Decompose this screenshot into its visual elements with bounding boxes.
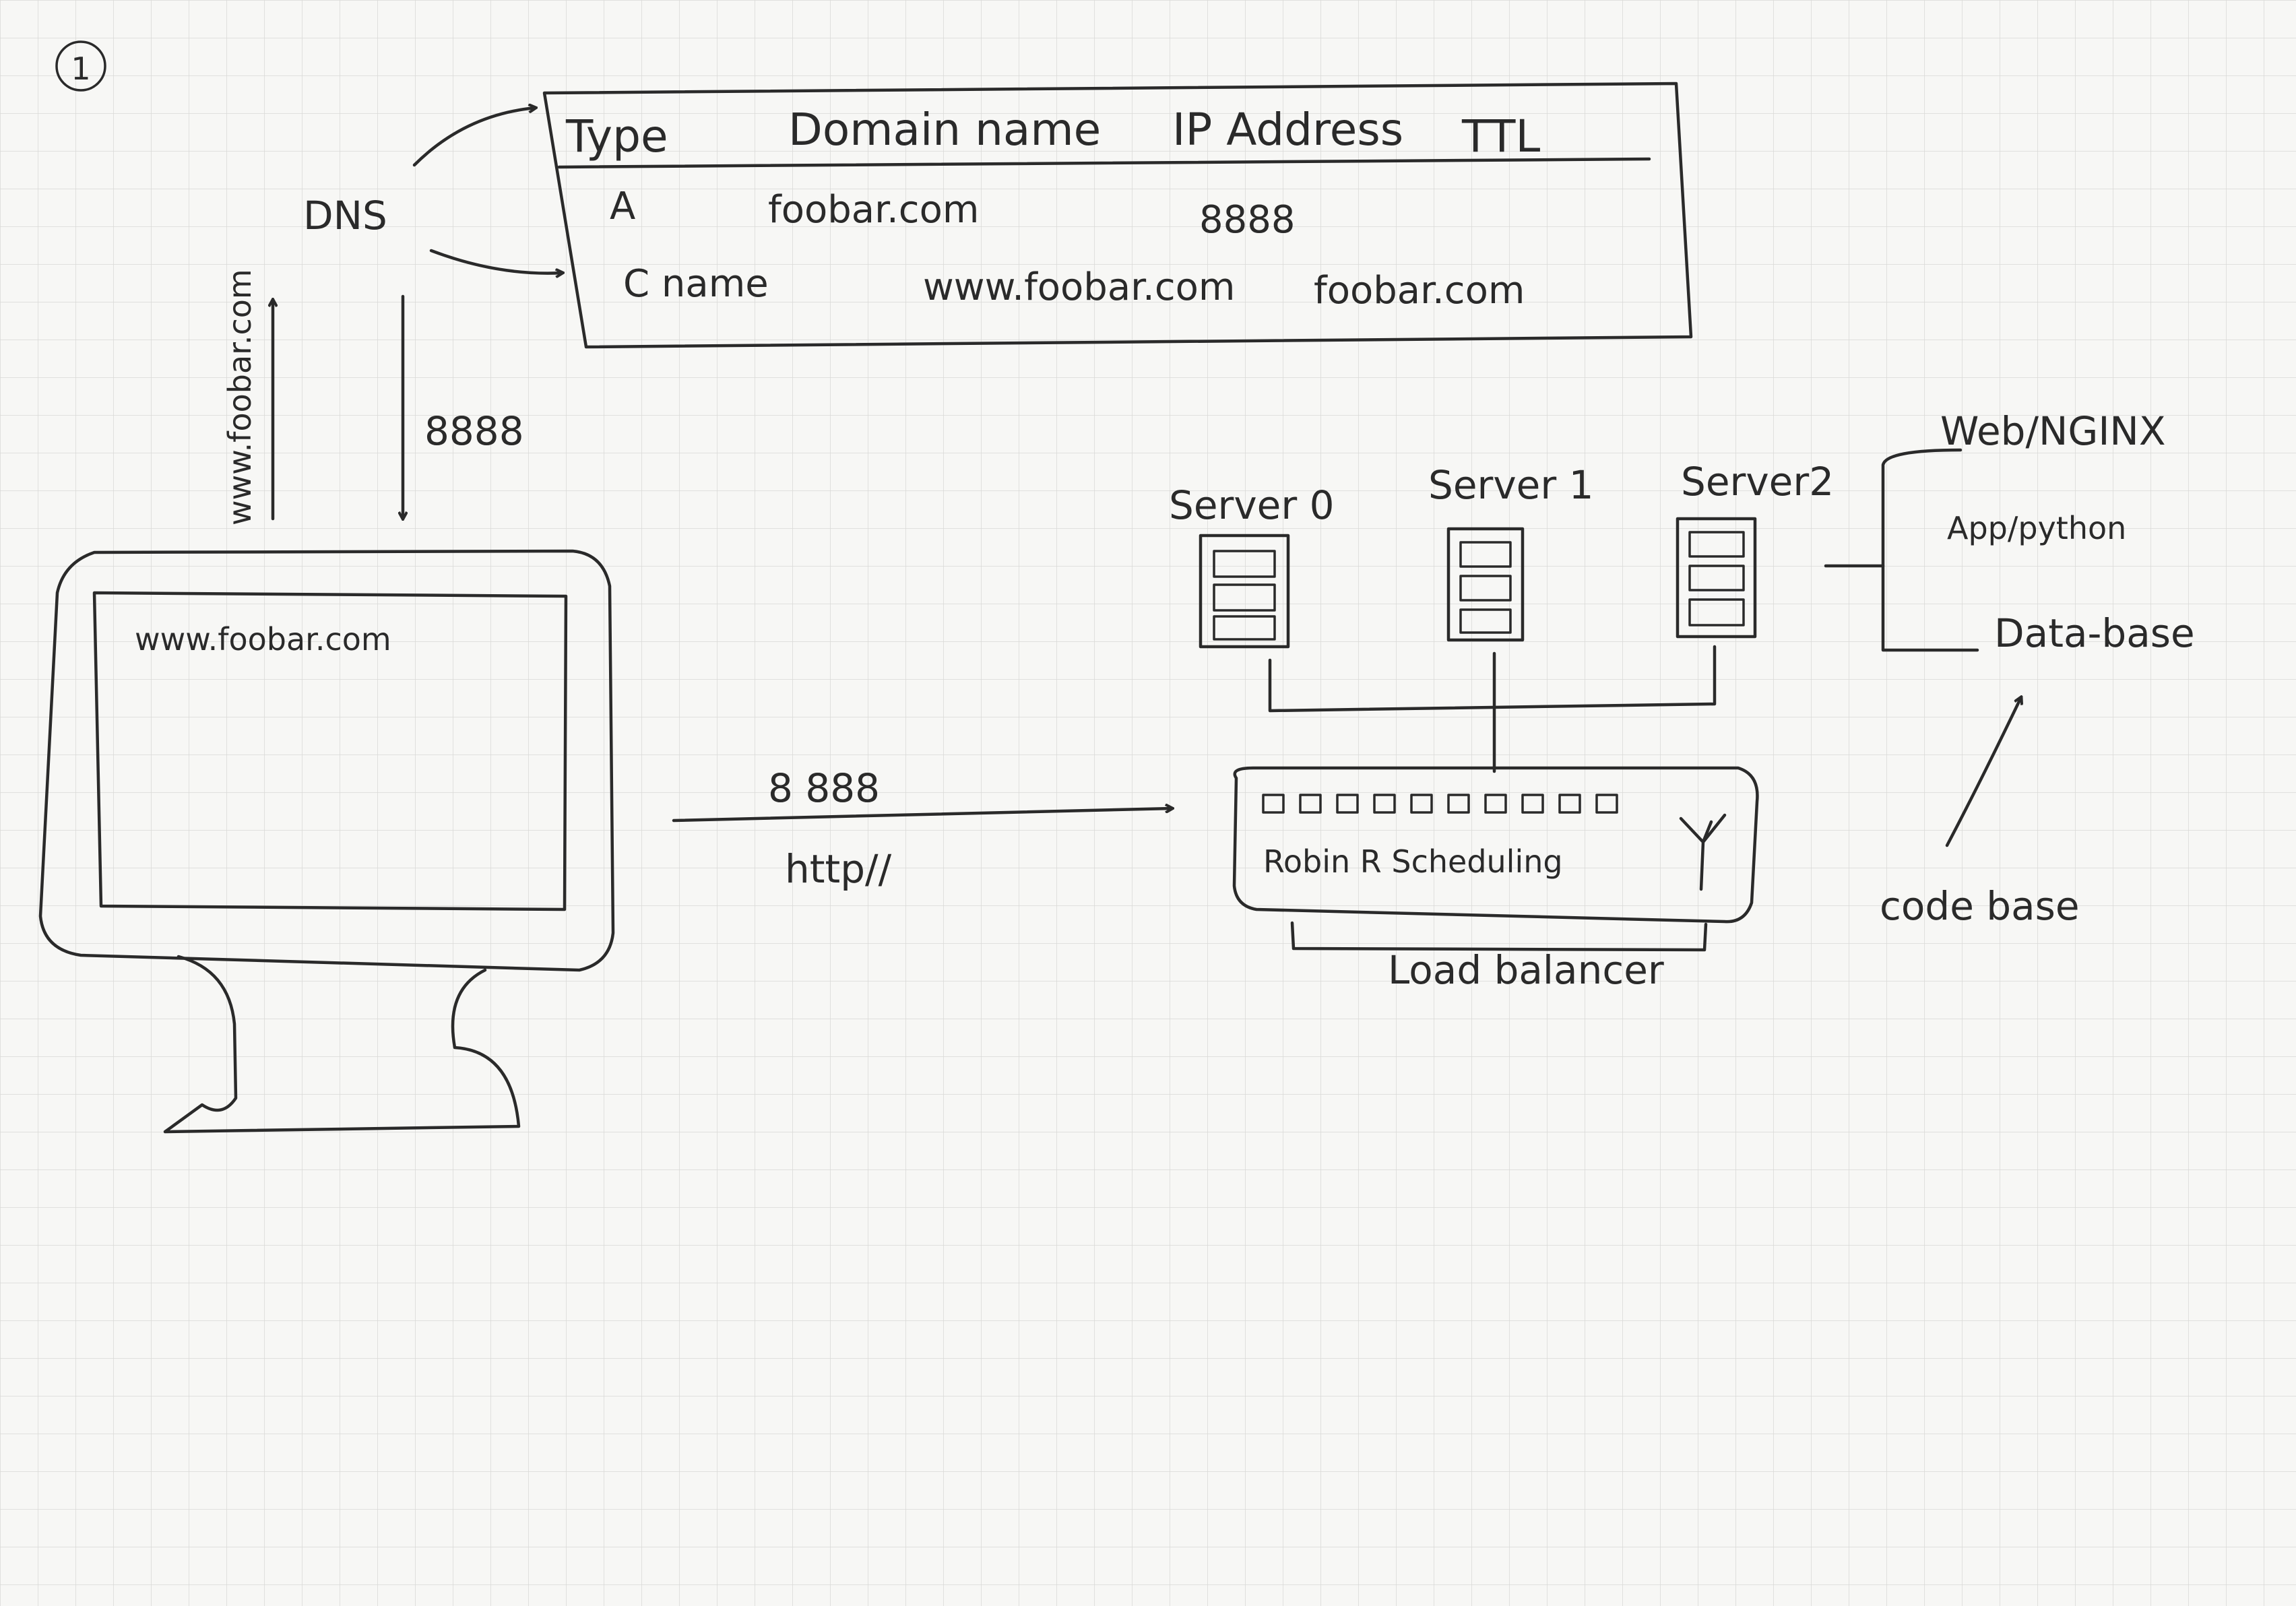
server-1-label: Server 1 [1428, 462, 1594, 508]
table-header-ttl: TTL [1461, 110, 1540, 162]
monitor-stand [163, 955, 521, 1134]
browser-url: www.foobar.com [135, 621, 391, 657]
server-0-box [1199, 534, 1290, 649]
dns-label: DNS [303, 193, 387, 238]
dns-response-label: 8888 [424, 408, 524, 454]
codebase-label: code base [1880, 883, 2080, 929]
stack-item-web: Web/NGINX [1940, 408, 2166, 454]
load-balancer-body [1232, 766, 1759, 924]
load-balancer-algorithm: Robin R Scheduling [1263, 843, 1563, 880]
load-balancer-label: Load balancer [1388, 947, 1664, 993]
page-number: 1 [55, 40, 106, 92]
server-2-label: Server2 [1681, 459, 1834, 505]
server-bus-line [1268, 645, 1717, 713]
client-monitor: www.foobar.com [38, 549, 615, 1134]
request-arrow [672, 808, 1172, 823]
server-stack: Web/NGINX App/python Data-base [1824, 408, 2195, 656]
dns-to-table-arrow-top [412, 108, 536, 167]
stack-item-app: App/python [1947, 510, 2126, 546]
load-balancer-ports [1262, 794, 1618, 814]
load-balancer-base [1290, 921, 1708, 952]
table-header-ip: IP Address [1172, 104, 1403, 156]
dns-query-label: www.foobar.com [222, 269, 258, 525]
row-cname-type: C name [623, 262, 769, 306]
row-cname-value: foobar.com [1314, 269, 1525, 313]
row-cname-domain: www.foobar.com [923, 265, 1235, 309]
request-protocol-label: http// [785, 846, 892, 892]
load-balancer: Robin R Scheduling Load balancer [1232, 766, 1759, 993]
table-header-domain: Domain name [788, 104, 1101, 156]
server-1-box [1446, 527, 1525, 642]
server-0-label: Server 0 [1169, 482, 1335, 528]
server-0: Server 0 [1169, 482, 1335, 649]
monitor-screen [92, 591, 568, 911]
dns-table-header-divider [557, 157, 1651, 169]
table-header-type: Type [565, 110, 668, 162]
dns-to-table-arrow-bottom [429, 249, 563, 274]
stack-item-db: Data-base [1994, 610, 2195, 656]
codebase-arrow [1945, 697, 2021, 847]
svg-text:1: 1 [71, 51, 90, 87]
antenna-icon [1679, 813, 1727, 891]
dns-table: Type Domain name IP Address TTL A foobar… [542, 82, 1693, 349]
server-1: Server 1 [1428, 462, 1594, 642]
monitor-frame [38, 549, 615, 972]
row-a-type: A [610, 185, 635, 228]
row-a-value: 8888 [1199, 198, 1296, 242]
dns-table-border [542, 82, 1693, 349]
request-ip-label: 8 888 [768, 765, 880, 811]
stack-bracket [1881, 448, 1979, 652]
server-2-box [1676, 517, 1757, 639]
row-a-domain: foobar.com [768, 188, 979, 232]
server-2: Server2 [1676, 459, 1834, 639]
